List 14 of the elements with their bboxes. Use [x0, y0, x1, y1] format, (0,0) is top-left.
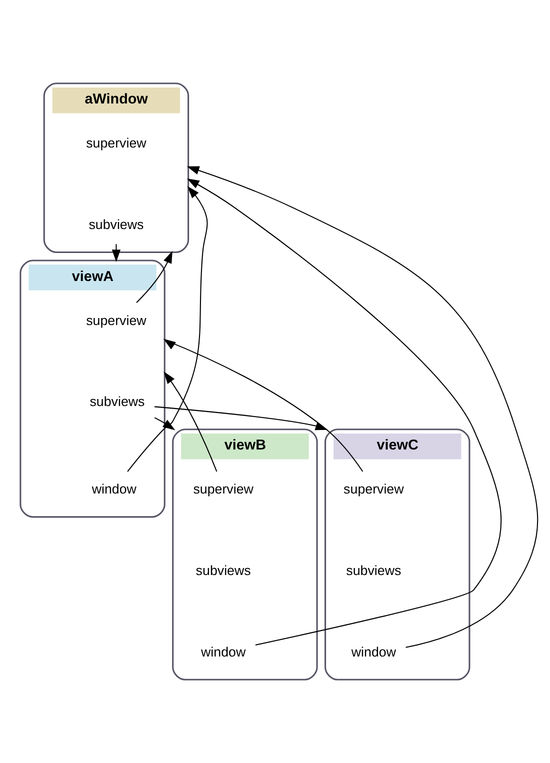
node-text: window — [92, 482, 136, 497]
arrow — [127, 186, 208, 472]
arrow — [136, 250, 172, 303]
node-text: window — [351, 644, 396, 660]
node-text: subviews — [196, 563, 251, 578]
node-text: subviews — [88, 216, 144, 232]
node-text: superview — [86, 136, 146, 151]
node-text: superview — [344, 482, 404, 497]
arrow — [112, 244, 121, 262]
node-text: subviews — [90, 394, 145, 410]
node-text: subviews — [346, 563, 402, 578]
node-text: superview — [86, 312, 146, 328]
node-text: window — [201, 644, 246, 660]
node-text: superview — [193, 482, 254, 497]
